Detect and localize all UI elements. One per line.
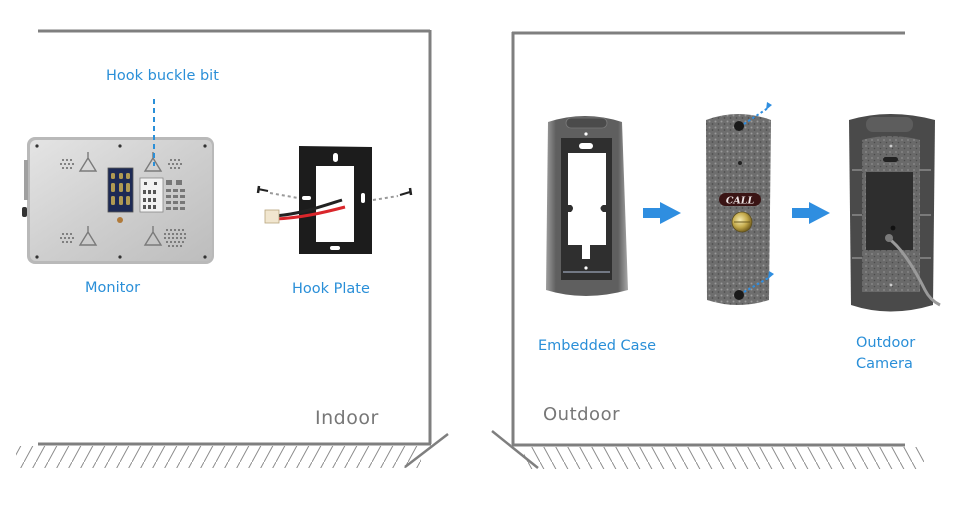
side-ribs [852, 169, 931, 259]
arrow-right-icon [792, 202, 830, 224]
monitor-label: Monitor [85, 280, 141, 296]
wiring-label [139, 177, 185, 213]
screw-left-icon [256, 185, 299, 199]
screw-bottom-icon [768, 271, 774, 279]
connector-icon [264, 209, 280, 224]
hook-buckles [78, 152, 163, 246]
hook-plate-label: Hook Plate [292, 281, 370, 297]
arrow-right-icon [643, 202, 681, 224]
outdoor-wall [491, 31, 924, 469]
speaker-grilles [60, 159, 186, 247]
indoor-title: Indoor [315, 407, 379, 429]
screw-top-icon [766, 102, 772, 110]
hook-plate [264, 146, 372, 254]
screw-hole-top [734, 121, 744, 131]
camera-cable [887, 236, 941, 307]
embedded-case [546, 116, 628, 296]
embedded-case-label: Embedded Case [538, 338, 657, 354]
monitor [22, 99, 214, 264]
call-text: CALL [726, 196, 755, 207]
outdoor-camera-label: Outdoor Camera [856, 333, 915, 375]
outdoor-camera-label-line1: Outdoor [856, 335, 916, 351]
hook-buckle-callout: Hook buckle bit [106, 68, 219, 84]
indoor-floor-hatch [16, 446, 421, 468]
outdoor-camera [849, 114, 941, 312]
call-plate [719, 193, 761, 206]
screw-hole-bottom [734, 290, 744, 300]
terminal-block [107, 167, 134, 223]
outdoor-camera-label-line2: Camera [856, 356, 913, 373]
screw-right-icon [372, 187, 413, 201]
indoor-wall [16, 29, 449, 468]
outdoor-title: Outdoor [543, 404, 620, 425]
camera-lens-icon [738, 161, 742, 165]
screw-holes [35, 144, 207, 259]
doorbell-panel: CALL [706, 102, 774, 305]
outdoor-floor-hatch [524, 447, 924, 469]
